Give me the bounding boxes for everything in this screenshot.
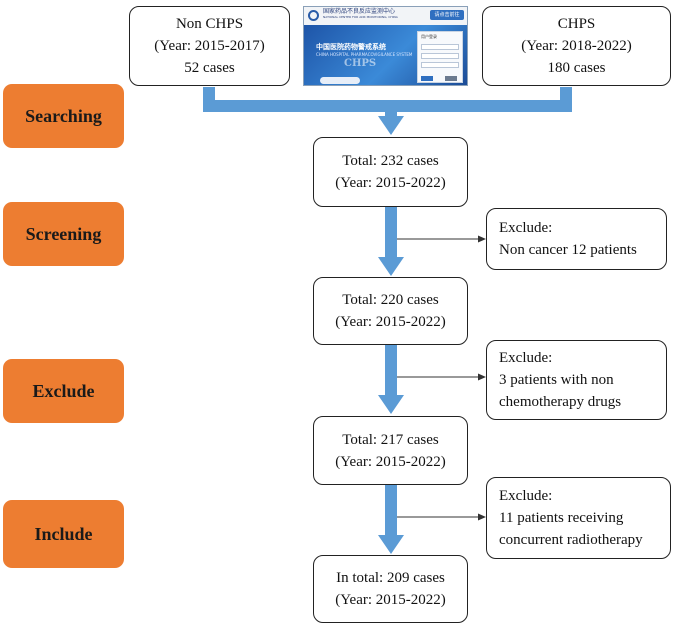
exclusion-box-non-cancer: Exclude: Non cancer 12 patients	[486, 208, 667, 270]
exclusion-arrowhead-1	[478, 235, 486, 243]
source-chps-years: (Year: 2018-2022)	[521, 38, 632, 54]
system-login-field-code	[421, 62, 459, 68]
flow-shaft-3	[385, 485, 397, 539]
total-220-count: Total: 220 cases	[342, 292, 439, 308]
exclusion-1-heading: Exclude:	[499, 220, 553, 236]
system-header-button: 请点击前往	[430, 10, 464, 20]
exclusion-3-detail-b: concurrent radiotherapy	[499, 532, 643, 548]
system-login-field-password	[421, 53, 459, 59]
system-login-button	[421, 76, 433, 81]
system-login-panel: 用户登录	[417, 31, 463, 83]
total-box-209: In total: 209 cases (Year: 2015-2022)	[313, 555, 468, 623]
exclusion-2-detail-a: 3 patients with non	[499, 372, 614, 388]
system-login-field-user	[421, 44, 459, 50]
source-non-chps-box: Non CHPS (Year: 2015-2017) 52 cases	[129, 6, 290, 86]
flow-arrowhead-3	[378, 535, 404, 554]
exclusion-box-radiotherapy: Exclude: 11 patients receiving concurren…	[486, 477, 671, 559]
system-header: 国家药品不良反应监测中心 NATIONAL CENTER FOR ADR MON…	[304, 7, 467, 25]
total-209-count: In total: 209 cases	[336, 570, 445, 586]
exclusion-2-heading: Exclude:	[499, 350, 553, 366]
system-banner-pill	[320, 77, 360, 84]
total-217-years: (Year: 2015-2022)	[335, 453, 446, 470]
chps-system-screenshot: 国家药品不良反应监测中心 NATIONAL CENTER FOR ADR MON…	[303, 6, 468, 86]
exclusion-1-detail: Non cancer 12 patients	[499, 242, 637, 258]
total-box-232: Total: 232 cases (Year: 2015-2022)	[313, 137, 468, 207]
source-chps-cases: 180 cases	[547, 60, 606, 76]
source-non-chps-years: (Year: 2015-2017)	[154, 38, 265, 54]
exclusion-arrowhead-2	[478, 373, 486, 381]
total-220-years: (Year: 2015-2022)	[335, 314, 446, 330]
exclusion-box-non-chemo: Exclude: 3 patients with non chemotherap…	[486, 340, 667, 420]
stage-include-label: Include	[3, 500, 124, 568]
source-chps-box: CHPS (Year: 2018-2022) 180 cases	[482, 6, 671, 86]
source-non-chps-cases: 52 cases	[184, 60, 235, 76]
total-232-years: (Year: 2015-2022)	[335, 175, 446, 191]
exclusion-2-detail-b: chemotherapy drugs	[499, 394, 622, 410]
source-non-chps-title: Non CHPS	[175, 16, 244, 32]
system-banner-subtitle: CHINA HOSPITAL PHARMACOVIGILANCE SYSTEM	[316, 52, 413, 57]
source-chps-title: CHPS	[557, 16, 596, 32]
stage-searching-label: Searching	[3, 84, 124, 148]
total-box-220: Total: 220 cases (Year: 2015-2022)	[313, 277, 468, 345]
flow-arrowhead-2	[378, 395, 404, 414]
flow-arrowhead-1	[378, 257, 404, 276]
total-box-217: Total: 217 cases (Year: 2015-2022)	[313, 416, 468, 485]
exclusion-3-detail-a: 11 patients receiving	[499, 510, 624, 526]
exclusion-3-heading: Exclude:	[499, 488, 553, 504]
system-header-cn: 国家药品不良反应监测中心	[323, 8, 396, 15]
adr-center-logo-icon	[308, 10, 319, 21]
flow-shaft-2	[385, 345, 397, 398]
system-banner-word: CHPS	[344, 58, 377, 69]
system-banner-title: 中国医院药物警戒系统	[316, 43, 386, 51]
merge-arrowhead	[378, 116, 404, 135]
flow-shaft-1	[385, 207, 397, 261]
stage-exclude-label: Exclude	[3, 359, 124, 423]
system-header-en: NATIONAL CENTER FOR ADR MONITORING, CHIN…	[323, 15, 398, 19]
total-209-years: (Year: 2015-2022)	[335, 592, 446, 608]
system-reset-button	[445, 76, 457, 81]
total-232-count: Total: 232 cases	[342, 153, 439, 169]
stage-screening-label: Screening	[3, 202, 124, 266]
total-217-count: Total: 217 cases	[342, 431, 439, 448]
system-login-title: 用户登录	[421, 34, 437, 39]
exclusion-arrowhead-3	[478, 513, 486, 521]
